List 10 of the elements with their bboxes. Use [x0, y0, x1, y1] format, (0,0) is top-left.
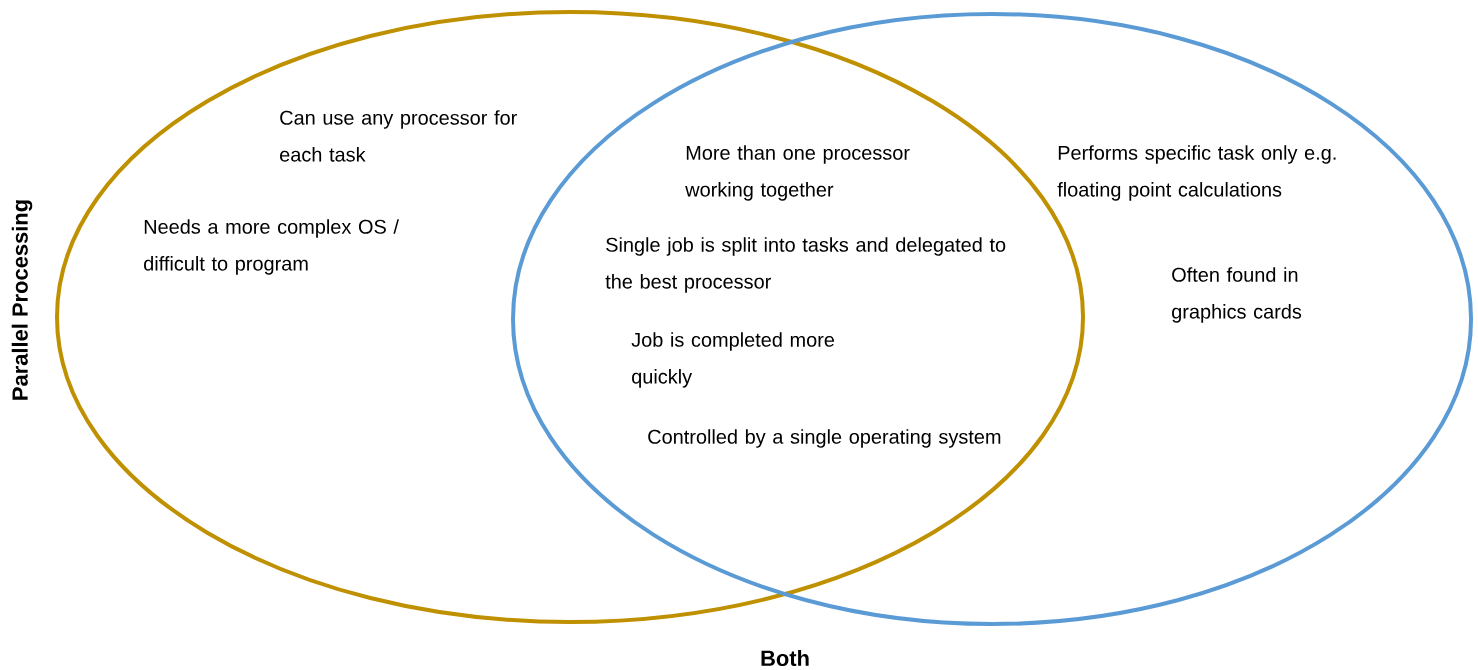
venn-text: Single job is split into tasks and delegated to the best processor [605, 237, 1006, 293]
venn-text: More than one processor working together [685, 145, 910, 201]
side-heading: Parallel Processing [11, 200, 33, 400]
venn-text: Needs a more complex OS / difficult to program [144, 219, 399, 275]
venn-text: Can use any processor for each task [280, 110, 517, 162]
venn-text: Performs specific task only e.g. floating point calculations [1057, 145, 1336, 201]
bottom-heading: Both [761, 649, 809, 667]
venn-text: Often found in graphics cards [1172, 267, 1302, 323]
venn-text: Controlled by a single operating system [648, 429, 1001, 448]
venn-text: Job is completed more quickly [631, 332, 835, 388]
